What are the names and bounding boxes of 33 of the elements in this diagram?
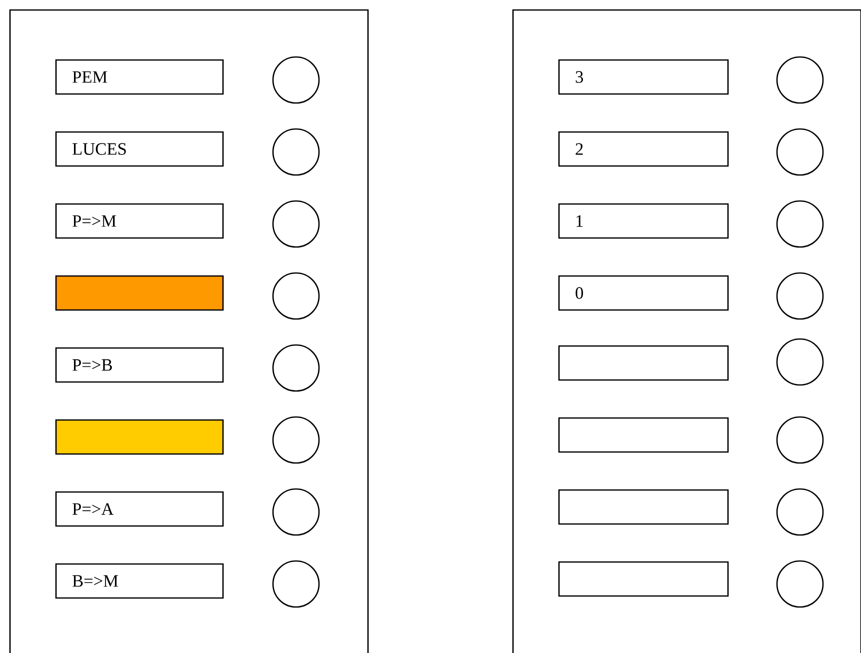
empty-box	[558, 417, 729, 453]
indicator-circle	[776, 488, 824, 536]
label-box: PEM	[55, 59, 224, 95]
label-box: P=>B	[55, 347, 224, 383]
label-box: P=>A	[55, 491, 224, 527]
label-box: LUCES	[55, 131, 224, 167]
empty-box	[558, 345, 729, 381]
indicator-circle	[272, 488, 320, 536]
indicator-circle	[272, 344, 320, 392]
label-box: 1	[558, 203, 729, 239]
indicator-circle	[776, 128, 824, 176]
indicator-circle	[776, 200, 824, 248]
empty-box	[558, 561, 729, 597]
indicator-circle	[776, 416, 824, 464]
panel	[9, 9, 369, 653]
label-box: 0	[558, 275, 729, 311]
indicator-circle	[272, 272, 320, 320]
indicator-circle	[776, 338, 824, 386]
indicator-circle	[272, 128, 320, 176]
empty-box	[558, 489, 729, 525]
indicator-circle	[776, 56, 824, 104]
label-box: P=>M	[55, 203, 224, 239]
indicator-circle	[776, 560, 824, 608]
filled-box	[55, 419, 224, 455]
indicator-circle	[272, 200, 320, 248]
label-box: 2	[558, 131, 729, 167]
label-box: B=>M	[55, 563, 224, 599]
indicator-circle	[776, 272, 824, 320]
indicator-circle	[272, 560, 320, 608]
filled-box	[55, 275, 224, 311]
indicator-circle	[272, 56, 320, 104]
label-box: 3	[558, 59, 729, 95]
indicator-circle	[272, 416, 320, 464]
